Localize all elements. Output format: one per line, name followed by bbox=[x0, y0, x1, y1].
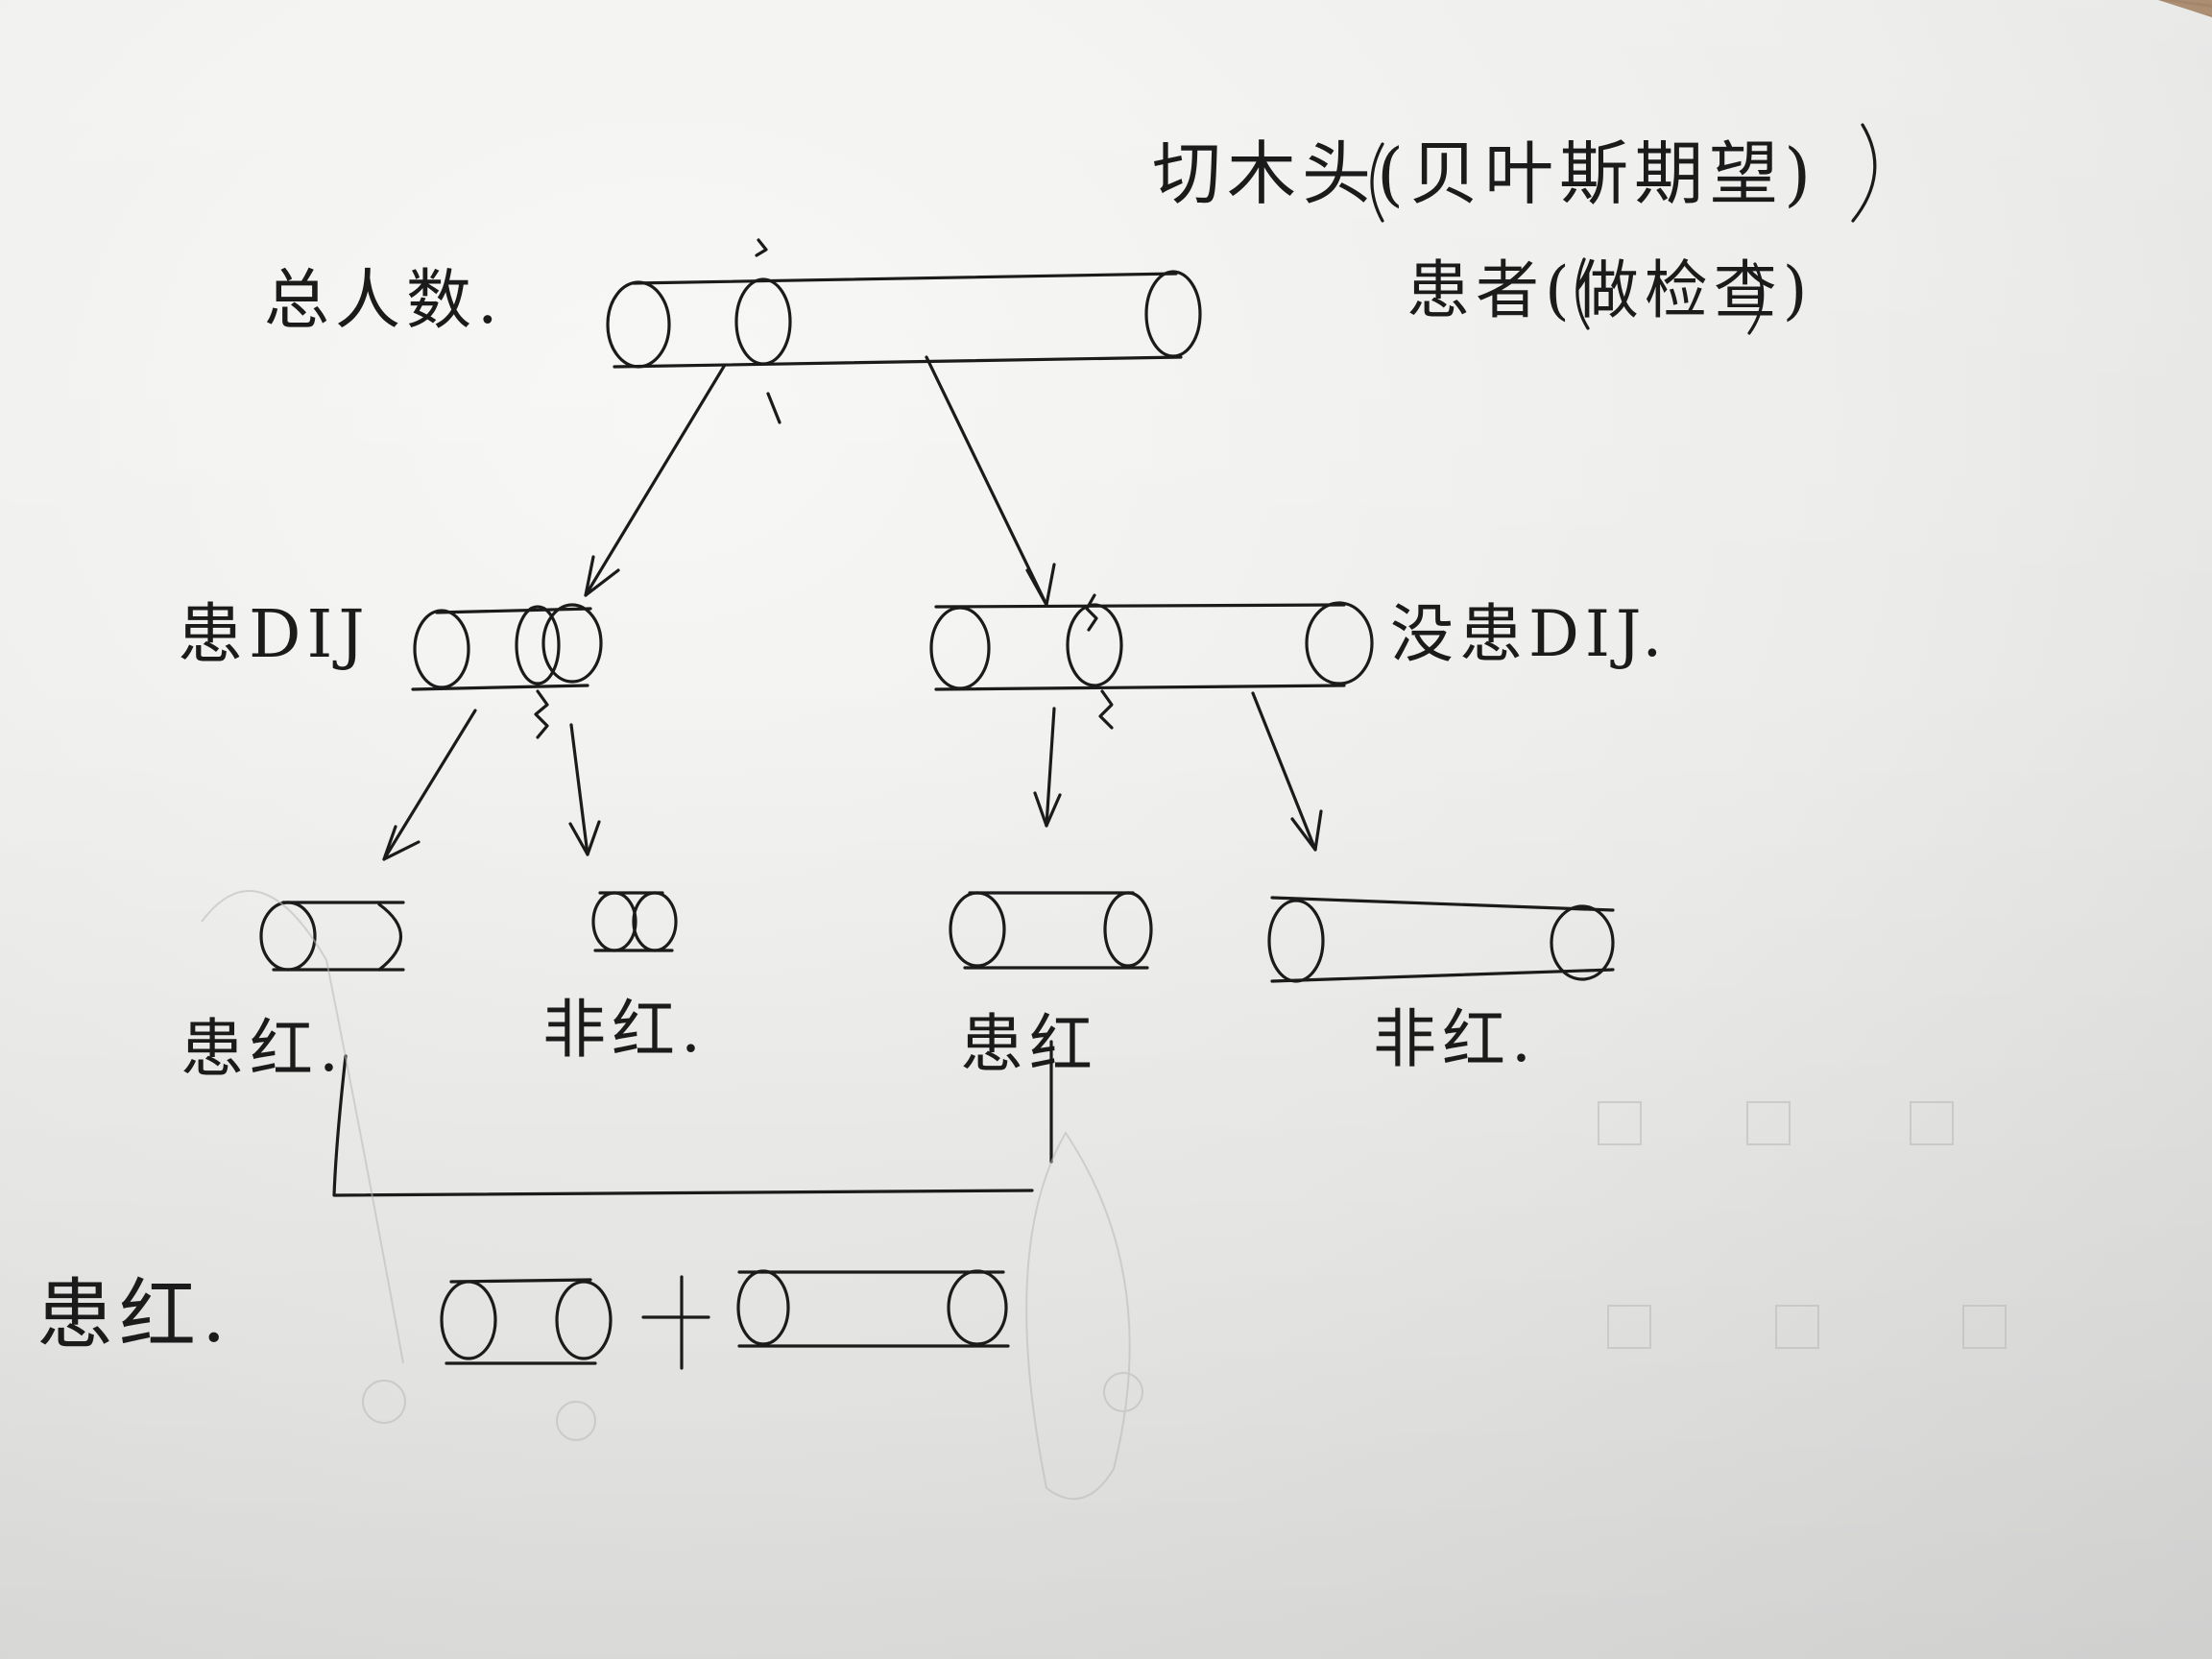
subtitle-text: 患者(做检查) bbox=[1407, 253, 1814, 327]
log-leaf4 bbox=[1267, 896, 1615, 983]
arrow-total-to-left bbox=[584, 363, 727, 597]
leaf1-label: 患红. bbox=[180, 1012, 345, 1086]
title-text: 切木头(贝叶斯期望) bbox=[1152, 133, 1817, 214]
total-label: 总人数. bbox=[264, 263, 504, 339]
log-leaf3 bbox=[949, 891, 1153, 970]
log-leaf2 bbox=[591, 891, 678, 952]
log-leaf1 bbox=[259, 901, 405, 972]
summary-label: 患红. bbox=[36, 1270, 232, 1359]
arrow-right-to-leaf4 bbox=[1251, 691, 1323, 852]
log-total bbox=[606, 238, 1202, 424]
log-right bbox=[929, 593, 1374, 730]
leaf3-label: 患红 bbox=[960, 1007, 1098, 1081]
arrow-right-to-leaf3 bbox=[1033, 707, 1062, 828]
arrow-left-to-leaf2 bbox=[568, 723, 601, 856]
log-summary-b bbox=[736, 1269, 1010, 1348]
leaf2-label: 非红. bbox=[542, 993, 707, 1067]
log-summary-a bbox=[440, 1278, 613, 1365]
left-node-label: 患DIJ bbox=[178, 597, 371, 673]
right-node-label: 没患DIJ. bbox=[1390, 597, 1669, 671]
bleed-through-marks bbox=[201, 890, 2007, 1501]
leaf4-label: 非红. bbox=[1373, 1002, 1537, 1076]
bracket-connector bbox=[332, 1040, 1053, 1197]
plus-sign bbox=[641, 1275, 710, 1370]
arrow-total-to-right bbox=[925, 355, 1056, 607]
log-left bbox=[411, 603, 603, 739]
arrow-left-to-leaf1 bbox=[382, 709, 477, 861]
